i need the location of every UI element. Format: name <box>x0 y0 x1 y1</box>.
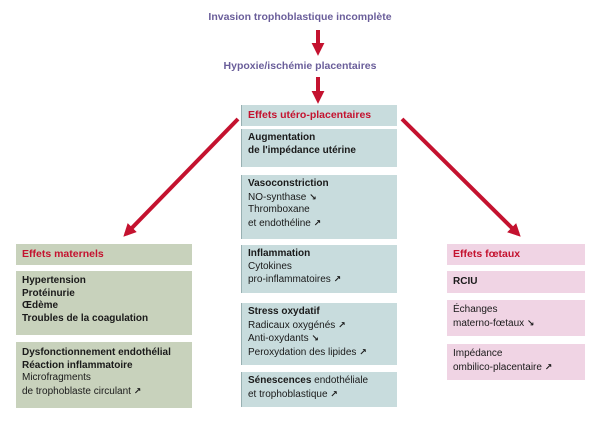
vaso-line3: et endothéline ↗ <box>248 217 391 231</box>
decrease-arrow-icon: ↘ <box>309 191 317 202</box>
umbilical-placental-text: ombilico-placentaire <box>453 361 542 373</box>
materno-fetal-line: materno-fœtaux ↘ <box>453 317 579 331</box>
impedance-line2: de l'impédance utérine <box>248 144 356 156</box>
endothelial-dysfunction-text: Dysfonctionnement endothélial <box>22 347 171 358</box>
inflammation-title: Inflammation <box>248 248 311 259</box>
umbilical-impedance-box: Impédance ombilico-placentaire ↗ <box>447 344 585 380</box>
increase-arrow-icon: ↗ <box>359 346 367 357</box>
arrow-center-to-maternal <box>123 117 240 237</box>
invasion-label: Invasion trophoblastique incomplète <box>208 11 392 23</box>
senescence-rest: endothéliale <box>311 375 369 386</box>
vasoconstriction-title: Vasoconstriction <box>248 178 329 189</box>
maternal-header: Effets maternels <box>16 244 192 265</box>
vaso-line2: Thromboxane <box>248 204 310 215</box>
increase-arrow-icon: ↗ <box>313 217 322 228</box>
utero-placental-header-text: Effets utéro-placentaires <box>248 109 372 121</box>
oxidative-title: Stress oxydatif <box>248 306 320 317</box>
inflammation-box: Inflammation Cytokines pro-inflammatoire… <box>241 245 397 293</box>
sen-line1: Sénescences endothéliale <box>248 375 391 388</box>
increase-arrow-icon: ↗ <box>133 385 142 396</box>
circulating-trophoblast-text: de trophoblaste circulant <box>22 385 131 397</box>
fetal-header: Effets fœtaux <box>447 244 585 265</box>
impedance-text: Impédance <box>453 348 503 359</box>
oxidative-stress-box: Stress oxydatif Radicaux oxygénés ↗ Anti… <box>241 303 397 365</box>
rciu-text: RCIU <box>453 276 478 287</box>
edema-text: Œdème <box>22 300 59 311</box>
utero-placental-header: Effets utéro-placentaires <box>241 105 397 126</box>
decrease-arrow-icon: ↘ <box>526 317 535 328</box>
hypoxia-label: Hypoxie/ischémie placentaires <box>223 60 377 72</box>
microfragments-text: Microfragments <box>22 372 91 383</box>
trophoblast-line: de trophoblaste circulant ↗ <box>22 385 186 399</box>
impedance-line1: Augmentation <box>248 132 316 143</box>
vasoconstriction-box: Vasoconstriction NO-synthase ↘ Thromboxa… <box>241 175 397 239</box>
rciu-box: RCIU <box>447 271 585 293</box>
sen-line2: et trophoblastique ↗ <box>248 388 391 402</box>
inflam-line1: Cytokines <box>248 260 292 272</box>
increase-arrow-icon: ↗ <box>333 274 342 284</box>
exchanges-box: Échanges materno-fœtaux ↘ <box>447 300 585 336</box>
trophoblastic-text: et trophoblastique <box>248 388 328 400</box>
decrease-arrow-icon: ↘ <box>311 333 319 343</box>
endothelin-text: et endothéline <box>248 217 311 229</box>
inflammatory-reaction-text: Réaction inflammatoire <box>22 359 133 371</box>
exchanges-text: Échanges <box>453 304 498 315</box>
hypertension-text: Hypertension <box>22 275 86 286</box>
arrow-center-to-fetal <box>400 117 521 237</box>
umbilical-line: ombilico-placentaire ↗ <box>453 361 579 375</box>
vaso-line1: NO-synthase ↘ <box>248 191 391 205</box>
maternal-mechanisms-box: Dysfonctionnement endothélial Réaction i… <box>16 342 192 408</box>
increase-arrow-icon: ↗ <box>330 388 338 399</box>
peroxidation-text: Peroxydation des lipides <box>248 346 357 358</box>
maternal-symptoms-box: Hypertension Protéinurie Œdème Troubles … <box>16 271 192 335</box>
senescence-box: Sénescences endothéliale et trophoblasti… <box>241 372 397 407</box>
no-synthase-text: NO-synthase <box>248 191 307 203</box>
pro-inflam-text: pro-inflammatoires <box>248 274 331 285</box>
inflam-line2: pro-inflammatoires ↗ <box>248 273 391 287</box>
ox-line3: Peroxydation des lipides ↗ <box>248 346 391 360</box>
impedance-uterine-box: Augmentation de l'impédance utérine <box>241 129 397 167</box>
increase-arrow-icon: ↗ <box>544 361 553 372</box>
radicals-text: Radicaux oxygénés <box>248 319 336 331</box>
proteinuria-text: Protéinurie <box>22 287 75 299</box>
coagulation-text: Troubles de la coagulation <box>22 312 149 324</box>
fetal-header-text: Effets fœtaux <box>453 248 521 260</box>
senescence-title: Sénescences <box>248 375 312 386</box>
antioxidants-text: Anti-oxydants <box>248 333 309 344</box>
ox-line2: Anti-oxydants ↘ <box>248 332 391 346</box>
materno-fetal-text: materno-fœtaux <box>453 317 525 329</box>
increase-arrow-icon: ↗ <box>338 319 346 330</box>
ox-line1: Radicaux oxygénés ↗ <box>248 319 391 333</box>
maternal-header-text: Effets maternels <box>22 248 104 260</box>
